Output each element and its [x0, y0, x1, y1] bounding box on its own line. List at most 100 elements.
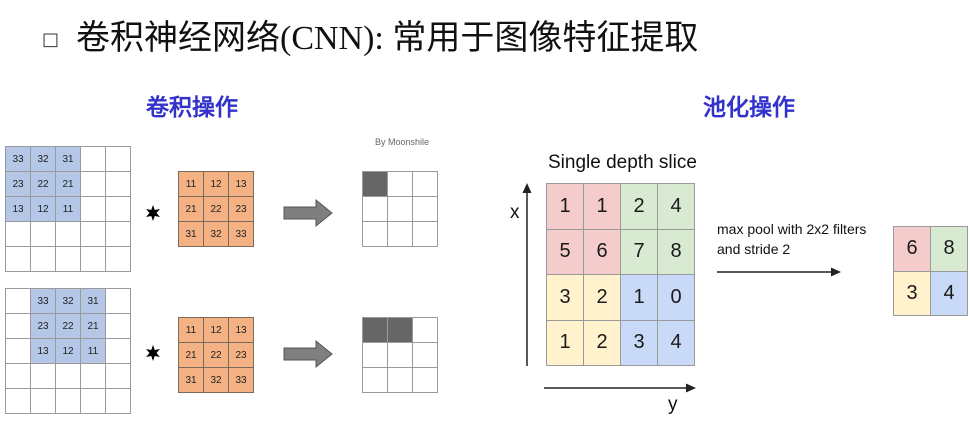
pool-output-cell: 3	[894, 271, 931, 316]
output-cell	[363, 368, 388, 393]
pool-input-cell: 0	[658, 275, 695, 321]
pool-input-cell: 3	[621, 320, 658, 366]
input-cell: 12	[31, 197, 56, 222]
pooling-description-line: max pool with 2x2 filters	[717, 221, 867, 237]
kernel-cell: 33	[229, 368, 254, 393]
kernel-cell: 31	[179, 222, 204, 247]
input-cell	[31, 247, 56, 272]
pool-input-cell: 8	[658, 229, 695, 275]
input-cell	[81, 197, 106, 222]
kernel-cell: 13	[229, 172, 254, 197]
output-grid	[362, 171, 438, 247]
pooling-arrow	[717, 267, 841, 277]
input-cell	[56, 364, 81, 389]
input-cell	[6, 339, 31, 364]
pool-input-cell: 4	[658, 320, 695, 366]
output-cell	[413, 368, 438, 393]
horizontal-axis-label: y	[668, 394, 678, 415]
input-cell	[56, 247, 81, 272]
kernel-cell: 21	[179, 343, 204, 368]
input-cell	[6, 289, 31, 314]
input-cell: 21	[81, 314, 106, 339]
pool-input-cell: 1	[584, 184, 621, 230]
page-title: 卷积神经网络(CNN): 常用于图像特征提取	[76, 20, 699, 57]
pool-output-cell: 8	[931, 227, 968, 272]
output-cell	[388, 343, 413, 368]
input-cell: 13	[31, 339, 56, 364]
credit-text: By Moonshile	[375, 137, 430, 147]
kernel-cell: 23	[229, 343, 254, 368]
kernel-cell: 31	[179, 368, 204, 393]
title-bullet: □	[42, 29, 60, 50]
pool-input-cell: 2	[584, 320, 621, 366]
input-cell: 22	[56, 314, 81, 339]
input-cell	[6, 314, 31, 339]
input-cell	[31, 389, 56, 414]
output-cell	[388, 197, 413, 222]
input-cell: 13	[6, 197, 31, 222]
input-cell	[106, 247, 131, 272]
input-cell	[6, 364, 31, 389]
input-cell	[81, 147, 106, 172]
output-cell	[363, 222, 388, 247]
input-cell	[106, 364, 131, 389]
output-cell	[388, 368, 413, 393]
input-cell: 21	[56, 172, 81, 197]
output-cell	[388, 318, 413, 343]
kernel-cell: 12	[204, 318, 229, 343]
pool-input-cell: 2	[584, 275, 621, 321]
output-cell	[363, 172, 388, 197]
vertical-axis-arrow	[522, 183, 532, 366]
input-cell: 31	[56, 147, 81, 172]
input-cell	[31, 364, 56, 389]
pool-output-cell: 4	[931, 271, 968, 316]
horizontal-axis-arrow	[544, 383, 696, 393]
input-cell	[56, 222, 81, 247]
pool-input-cell: 6	[584, 229, 621, 275]
output-cell	[363, 343, 388, 368]
kernel-cell: 11	[179, 318, 204, 343]
input-cell: 32	[56, 289, 81, 314]
kernel-cell: 32	[204, 368, 229, 393]
input-cell	[6, 222, 31, 247]
vertical-axis-label: x	[510, 202, 520, 223]
right-block-arrow-icon	[283, 339, 333, 369]
pool-input-cell: 1	[547, 320, 584, 366]
input-cell: 11	[56, 197, 81, 222]
input-cell	[81, 247, 106, 272]
pooling-description-line: and stride 2	[717, 241, 791, 257]
input-cell: 31	[81, 289, 106, 314]
output-cell	[388, 172, 413, 197]
input-cell	[81, 389, 106, 414]
output-cell	[388, 222, 413, 247]
pooling-description: max pool with 2x2 filters and stride 2	[717, 219, 866, 259]
right-block-arrow-icon	[283, 198, 333, 228]
pool-input-cell: 5	[547, 229, 584, 275]
input-cell	[106, 339, 131, 364]
output-cell	[413, 222, 438, 247]
pool-input-cell: 7	[621, 229, 658, 275]
input-cell	[106, 314, 131, 339]
output-cell	[363, 318, 388, 343]
pool-input-cell: 4	[658, 184, 695, 230]
kernel-cell: 13	[229, 318, 254, 343]
kernel-cell: 33	[229, 222, 254, 247]
input-cell: 32	[31, 147, 56, 172]
kernel-cell: 23	[229, 197, 254, 222]
input-cell: 12	[56, 339, 81, 364]
kernel-cell: 21	[179, 197, 204, 222]
pool-input-cell: 3	[547, 275, 584, 321]
input-cell: 23	[31, 314, 56, 339]
pool-input-cell: 2	[621, 184, 658, 230]
input-cell	[6, 389, 31, 414]
input-cell	[106, 197, 131, 222]
convolution-star-icon	[146, 205, 160, 221]
pool-input-cell: 1	[547, 184, 584, 230]
input-cell: 22	[31, 172, 56, 197]
